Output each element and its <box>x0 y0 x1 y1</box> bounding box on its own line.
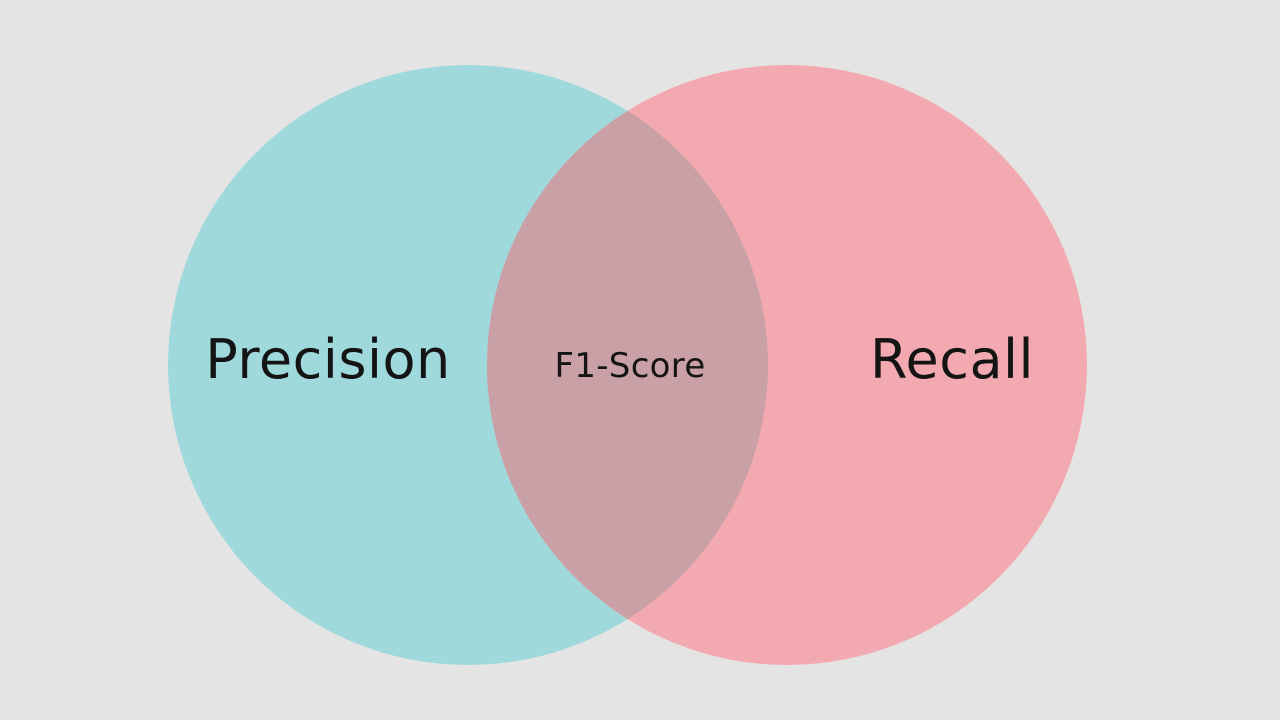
f1-score-intersection <box>487 65 768 665</box>
precision-label: Precision <box>205 328 451 391</box>
f1-score-label: F1-Score <box>554 346 706 386</box>
recall-label: Recall <box>869 328 1035 391</box>
